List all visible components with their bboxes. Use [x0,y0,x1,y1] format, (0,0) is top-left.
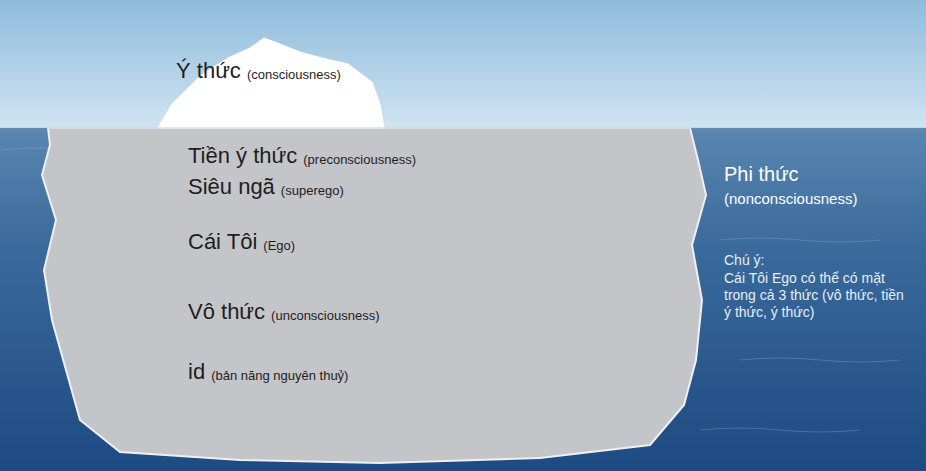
sky [0,0,926,128]
level-name: Vô thức [188,299,265,325]
iceberg-tip [158,38,384,128]
sea [0,128,926,471]
level-gloss: (superego) [281,183,344,199]
level-name: Cái Tôi [188,229,257,255]
level-name: Siêu ngã [188,174,275,200]
level-gloss: (bản năng nguyên thuỷ) [211,368,348,384]
level-gloss: (preconsciousness) [303,152,416,168]
level-gloss: (consciousness) [247,67,341,83]
level-gloss: (Ego) [263,238,295,254]
side-gloss: (nonconsciousness) [724,190,857,208]
side-title: Phi thức [724,162,799,186]
note-text: Cái Tôi Ego có thể có mặt trong cả 3 thứ… [724,270,914,320]
level-gloss: (unconsciousness) [271,308,379,324]
waterline [0,128,926,129]
level-name: Tiền ý thức [188,143,297,169]
level-name: id [188,359,205,385]
iceberg-body [42,128,706,463]
note-heading: Chú ý: [724,252,764,269]
level-name: Ý thức [176,58,241,84]
